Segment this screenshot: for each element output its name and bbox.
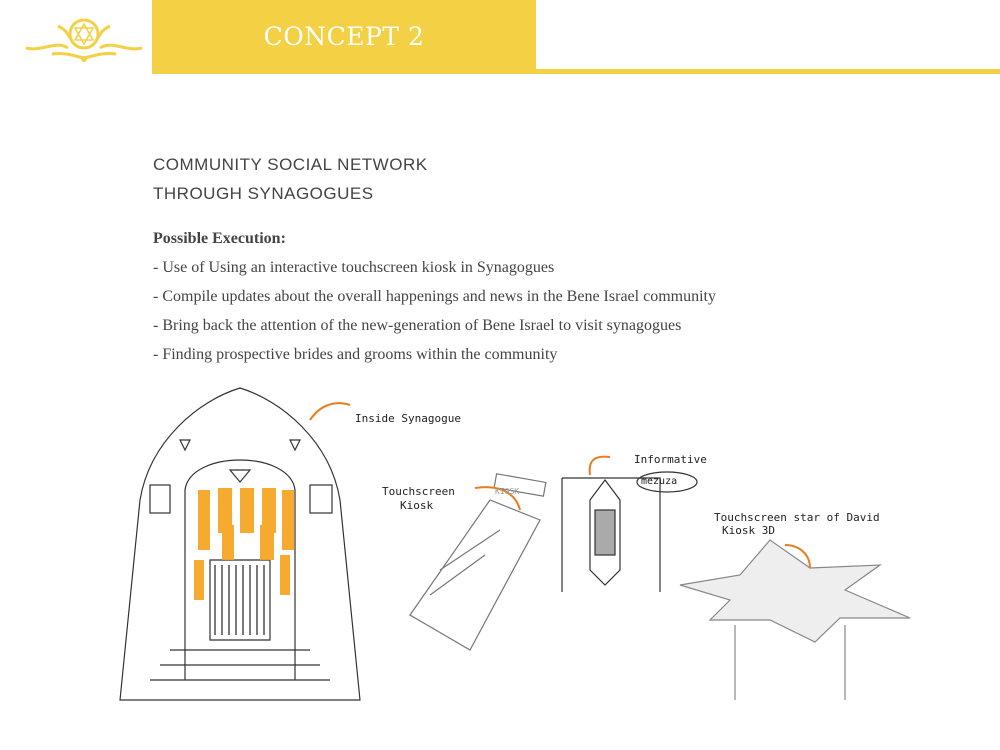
header-bar: [152, 0, 536, 74]
page-title: CONCEPT 2: [263, 22, 425, 51]
label-informative: Informative: [634, 453, 707, 466]
label-kiosk: Kiosk: [400, 499, 434, 512]
annotation-arrows: [309, 402, 811, 569]
execution-list: Possible Execution: - Use of Using an in…: [153, 224, 716, 369]
label-touchscreen: Touchscreen: [382, 485, 455, 498]
bullet-item: - Use of Using an interactive touchscree…: [153, 259, 555, 276]
kiosk-sketch: [409, 473, 547, 651]
section-title-line2: THROUGH SYNAGOGUES: [153, 184, 374, 203]
ark-orange-highlights: [194, 488, 294, 600]
concept-sketches: [119, 387, 911, 701]
execution-heading: Possible Execution:: [153, 230, 286, 247]
star-of-david-emblem-logo: [25, 18, 143, 62]
label-kiosk-3d: Kiosk 3D: [722, 524, 775, 537]
header-underline: [536, 69, 1000, 74]
mezuza-sketch: [561, 471, 698, 592]
synagogue-interior-sketch: [119, 387, 361, 701]
label-touchscreen-star: Touchscreen star of David: [714, 511, 880, 524]
bullet-item: - Bring back the attention of the new-ge…: [153, 317, 682, 334]
label-kiosk-tag: KIOSK: [495, 487, 520, 496]
bullet-item: - Compile updates about the overall happ…: [153, 288, 716, 305]
section-title: COMMUNITY SOCIAL NETWORK THROUGH SYNAGOG…: [153, 150, 428, 208]
label-mezuza: mezuza: [641, 476, 678, 487]
section-title-line1: COMMUNITY SOCIAL NETWORK: [153, 155, 428, 174]
star-kiosk-3d-sketch: [679, 539, 911, 700]
bullet-item: - Finding prospective brides and grooms …: [153, 346, 558, 363]
label-inside-synagogue: Inside Synagogue: [355, 412, 461, 425]
